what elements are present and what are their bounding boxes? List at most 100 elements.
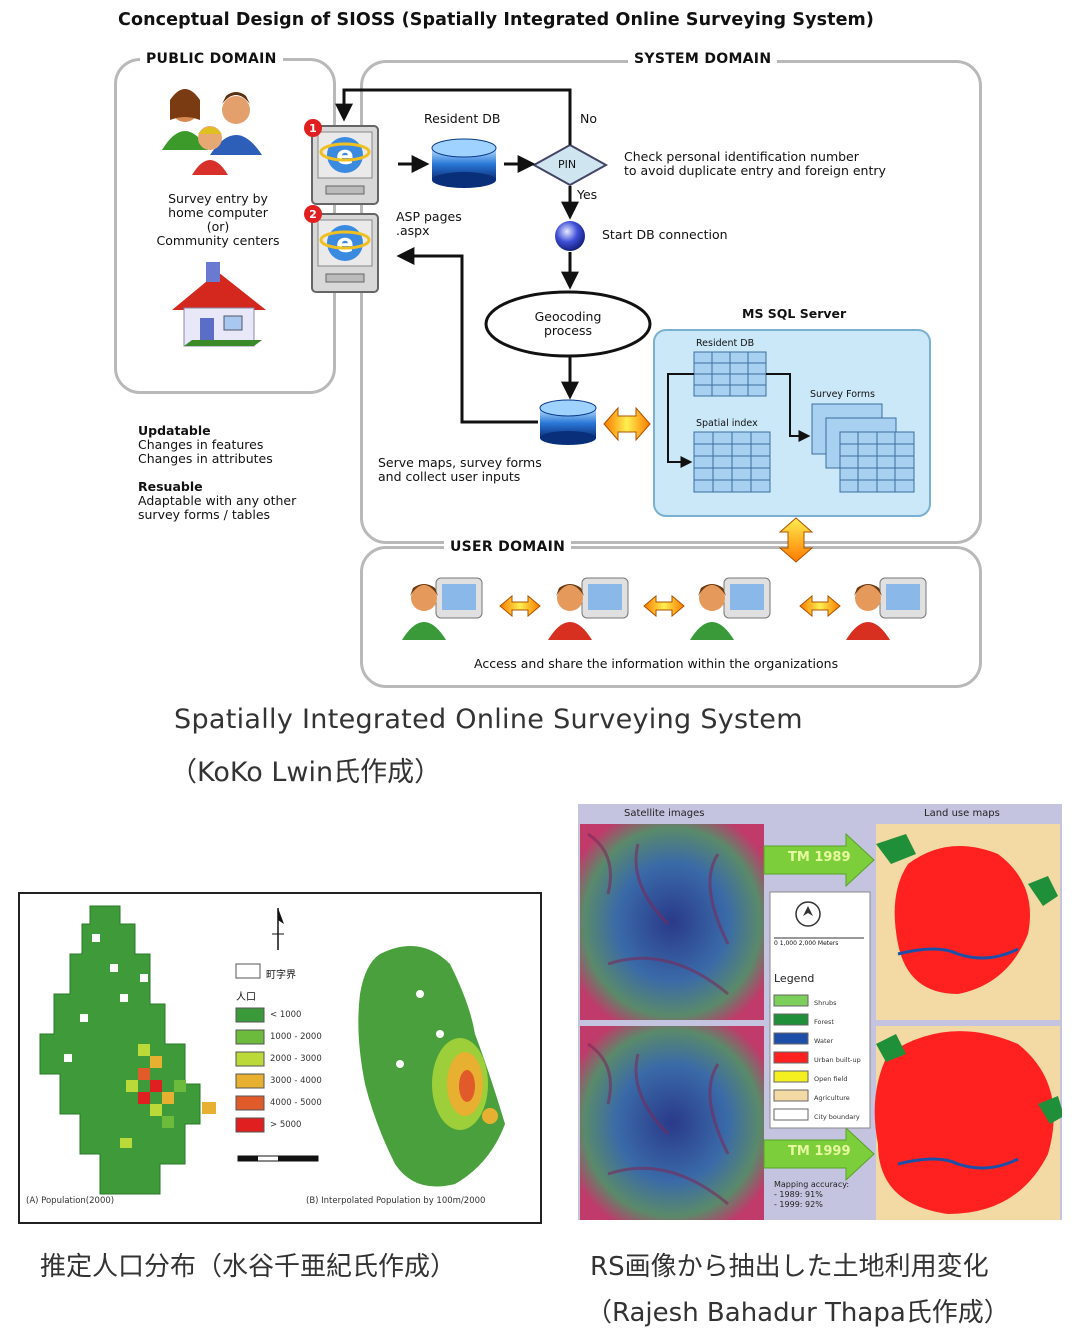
svg-text:e: e bbox=[336, 229, 354, 259]
user-computer-2-icon bbox=[548, 577, 629, 640]
landuse-legend-title: Legend bbox=[774, 972, 815, 985]
user-arrow-2 bbox=[643, 594, 685, 618]
population-legend-swatch bbox=[235, 1073, 265, 1089]
legend-swatches bbox=[235, 1007, 265, 1133]
serve-line-2: and collect user inputs bbox=[378, 469, 521, 484]
sql-resident-table bbox=[693, 351, 767, 397]
pin-decision bbox=[531, 143, 609, 187]
web-server-2-icon: e bbox=[311, 213, 379, 293]
landuse-legend-swatch bbox=[773, 1032, 809, 1045]
population-legend-swatch bbox=[235, 1051, 265, 1067]
lu-label-3: Water bbox=[814, 1037, 834, 1045]
geocoding-line-2: process bbox=[543, 323, 593, 338]
landuse-legend-swatch bbox=[773, 1108, 809, 1121]
population-map-graphics bbox=[39, 905, 505, 1195]
reusable-title: Resuable bbox=[138, 479, 203, 494]
notes-block: Updatable Changes in features Changes in… bbox=[138, 424, 296, 522]
landuse-legend-labels: Shrubs Forest Water Urban built-up Open … bbox=[814, 994, 861, 1127]
public-domain-label: PUBLIC DOMAIN bbox=[140, 51, 283, 67]
asp-line-1: ASP pages bbox=[396, 209, 462, 224]
check-pin-text: Check personal identification number to … bbox=[624, 150, 886, 178]
boundary-swatch bbox=[235, 963, 261, 979]
landuse-graphics bbox=[580, 824, 1062, 1220]
accuracy-text: Mapping accuracy: - 1989: 91% - 1999: 92… bbox=[774, 1180, 849, 1210]
user-domain-box bbox=[360, 546, 982, 688]
tm1999-label: TM 1999 bbox=[788, 1144, 851, 1159]
user-computer-3-icon bbox=[690, 577, 771, 640]
yes-label: Yes bbox=[577, 187, 598, 202]
updatable-title: Updatable bbox=[138, 423, 211, 438]
population-legend-title: 人口 bbox=[236, 992, 256, 1003]
db-sql-double-arrow bbox=[603, 406, 651, 442]
population-map: 町字界 人口 < 1000 1000 - 2000 2000 - 3000 30… bbox=[18, 892, 542, 1224]
diagram-title: Conceptual Design of SIOSS (Spatially In… bbox=[118, 10, 874, 30]
footnote-right: (B) Interpolated Population by 100m/2000 bbox=[306, 1196, 486, 1206]
server-db-icon bbox=[539, 399, 597, 445]
resident-db-label: Resident DB bbox=[424, 111, 501, 126]
population-legend-swatch bbox=[235, 1095, 265, 1111]
satellite-1989 bbox=[580, 824, 764, 1020]
boundary-label: 町字界 bbox=[266, 970, 296, 981]
survey-entry-text: Survey entry by home computer (or) Commu… bbox=[140, 192, 296, 248]
legend-label-2: 1000 - 2000 bbox=[270, 1032, 322, 1042]
population-grid-map-a bbox=[39, 905, 216, 1195]
lu-label-1: Shrubs bbox=[814, 999, 837, 1007]
sql-survey-forms-label: Survey Forms bbox=[810, 389, 875, 400]
badge-1 bbox=[304, 119, 322, 137]
population-legend-labels: < 1000 1000 - 2000 2000 - 3000 3000 - 40… bbox=[270, 1004, 322, 1136]
access-share-text: Access and share the information within … bbox=[474, 656, 839, 671]
sql-spatial-index-label: Spatial index bbox=[696, 418, 758, 429]
resident-db-icon bbox=[431, 138, 497, 188]
scale-bar bbox=[237, 1155, 319, 1162]
landuse-legend-swatch bbox=[773, 1070, 809, 1083]
user-computer-1-icon bbox=[402, 577, 483, 640]
sql-resident-db-label: Resident DB bbox=[696, 338, 755, 349]
north-arrow-circle-icon bbox=[795, 901, 821, 927]
population-caption: 推定人口分布（水谷千亜紀氏作成） bbox=[40, 1252, 457, 1282]
survey-line-3: (or) bbox=[206, 219, 230, 234]
legend-label-6: > 5000 bbox=[270, 1120, 302, 1130]
people-icon bbox=[162, 89, 262, 175]
survey-line-4: Community centers bbox=[156, 233, 280, 248]
survey-line-2: home computer bbox=[168, 205, 268, 220]
legend-label-1: < 1000 bbox=[270, 1010, 302, 1020]
user-computer-4-icon bbox=[846, 577, 927, 640]
lu-label-6: Agriculture bbox=[814, 1094, 850, 1102]
accuracy-line-2: - 1999: 92% bbox=[774, 1200, 823, 1209]
badge-1-text: 1 bbox=[309, 122, 317, 135]
house-icon bbox=[172, 262, 266, 347]
scale-text: 0 1,000 2,000 Meters bbox=[774, 940, 839, 947]
asp-pages-text: ASP pages .aspx bbox=[396, 210, 462, 238]
rs-caption-line-2: （Rajesh Bahadur Thapa氏作成） bbox=[586, 1298, 1010, 1328]
geocoding-line-1: Geocoding bbox=[534, 309, 602, 324]
landuse-label: Land use maps bbox=[924, 808, 1000, 819]
sioss-diagram: Conceptual Design of SIOSS (Spatially In… bbox=[114, 10, 982, 688]
serve-line-1: Serve maps, survey forms bbox=[378, 455, 542, 470]
user-arrow-3 bbox=[799, 594, 841, 618]
tm1999-arrow bbox=[763, 1126, 875, 1182]
lu-label-4: Urban built-up bbox=[814, 1056, 861, 1064]
landuse-legend-swatch bbox=[773, 994, 809, 1007]
satellite-1999 bbox=[580, 1026, 764, 1220]
reusable-line-2: survey forms / tables bbox=[138, 507, 271, 522]
rs-caption-line-1: RS画像から抽出した土地利用変化 bbox=[590, 1252, 989, 1282]
survey-line-1: Survey entry by bbox=[168, 191, 268, 206]
tm1989-label: TM 1989 bbox=[788, 850, 851, 865]
svg-text:e: e bbox=[336, 141, 354, 171]
north-arrow-icon bbox=[272, 908, 284, 950]
no-label: No bbox=[580, 111, 597, 126]
lu-label-2: Forest bbox=[814, 1018, 834, 1026]
check-line-1: Check personal identification number bbox=[624, 149, 859, 164]
legend-label-5: 4000 - 5000 bbox=[270, 1098, 322, 1108]
geocoding-process bbox=[484, 290, 652, 358]
sql-server-label: MS SQL Server bbox=[742, 306, 847, 321]
accuracy-line-1: - 1989: 91% bbox=[774, 1190, 823, 1199]
diagram-graphics: e e 1 2 bbox=[162, 88, 931, 640]
badge-2 bbox=[304, 205, 322, 223]
satellite-label: Satellite images bbox=[624, 808, 705, 819]
serve-maps-text: Serve maps, survey forms and collect use… bbox=[378, 456, 542, 484]
landuse-legend-swatch bbox=[773, 1013, 809, 1026]
sioss-caption-line-1: Spatially Integrated Online Surveying Sy… bbox=[174, 704, 803, 735]
sioss-caption-line-2: （KoKo Lwin氏作成） bbox=[170, 757, 442, 788]
footnote-left: (A) Population(2000) bbox=[26, 1196, 115, 1206]
